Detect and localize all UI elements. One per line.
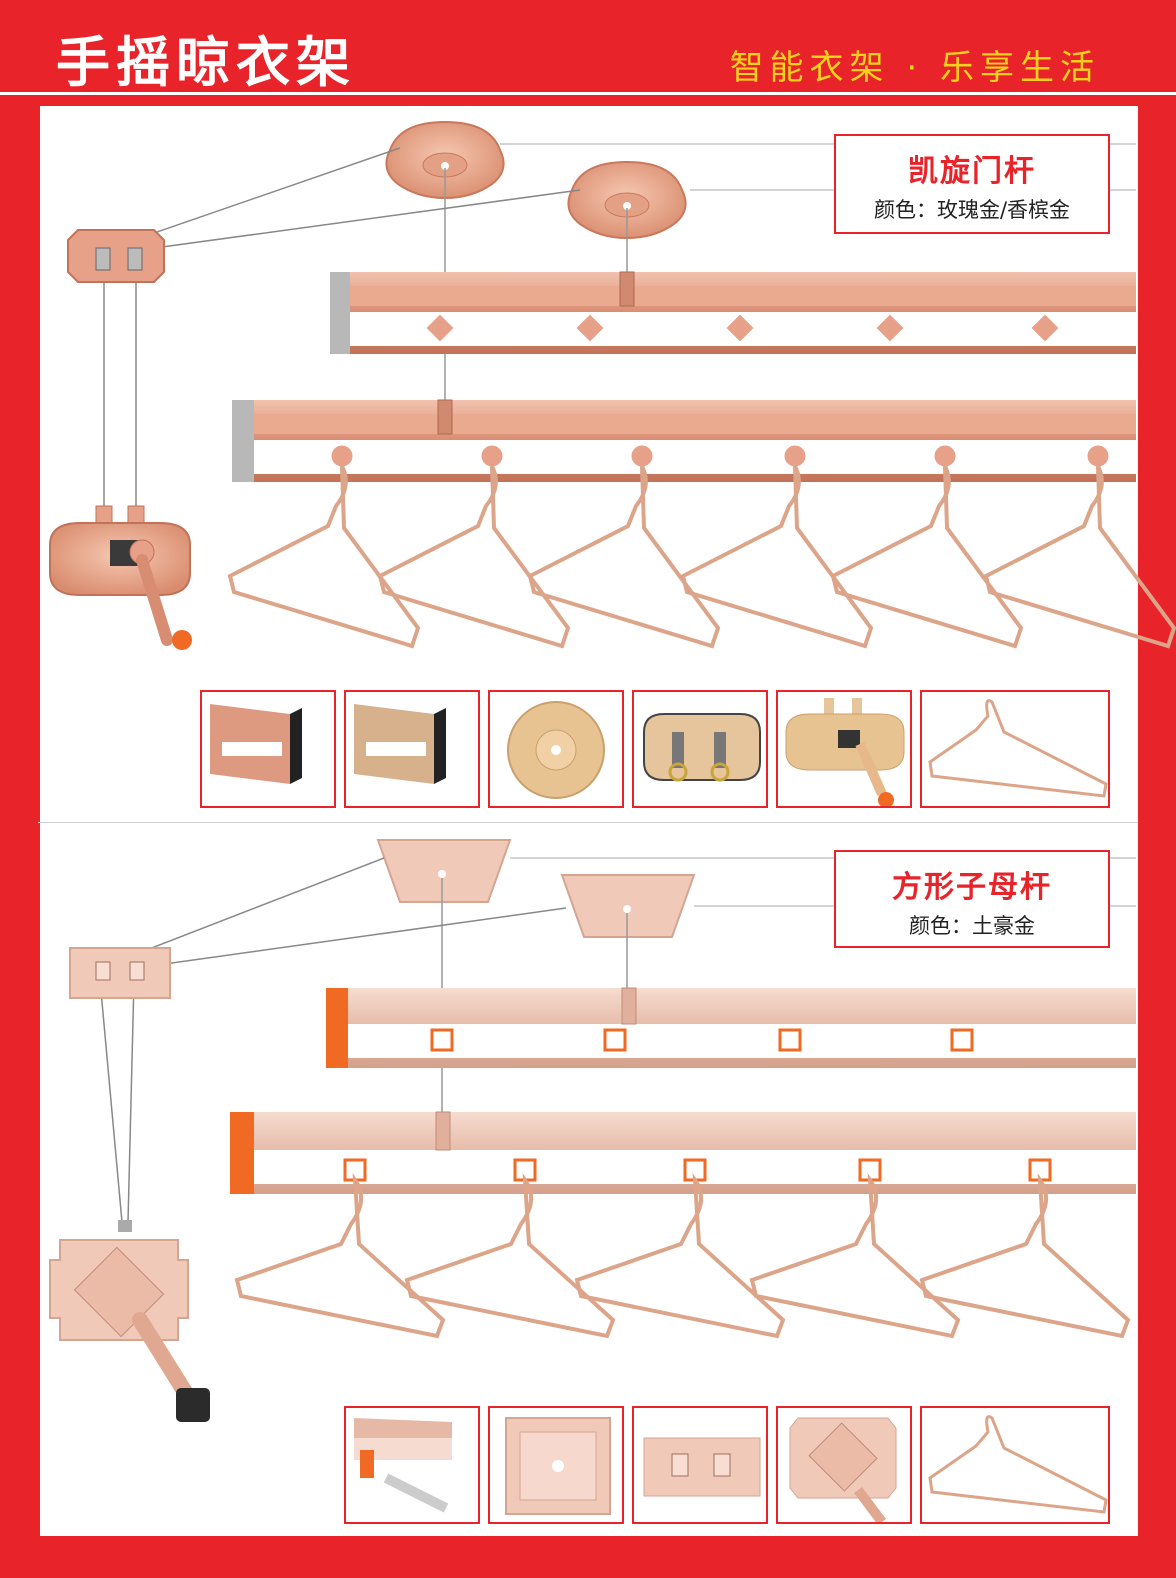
ceiling-mount-round-icon bbox=[488, 690, 624, 808]
square-rail-illustration bbox=[49, 839, 1136, 1422]
rail-profile-rose-icon bbox=[200, 690, 336, 808]
hand-crank bbox=[49, 505, 192, 650]
rail-hook-ring bbox=[628, 442, 656, 470]
hanger-thumb-square-icon bbox=[920, 1406, 1110, 1524]
hanger bbox=[404, 1173, 616, 1339]
hanger bbox=[830, 465, 1024, 649]
pulley-seat-square bbox=[69, 947, 171, 999]
hanger bbox=[983, 465, 1176, 649]
product-color: 颜色：土豪金 bbox=[909, 914, 1035, 938]
rail-hook-square bbox=[430, 1028, 454, 1052]
lower-square-rail bbox=[230, 1111, 1136, 1194]
header-rule bbox=[0, 92, 1176, 95]
product-name: 凯旋门杆 bbox=[908, 154, 1036, 189]
hanger bbox=[227, 465, 421, 649]
rail-hook-ring bbox=[931, 442, 959, 470]
lower-rail bbox=[232, 399, 1136, 482]
hanger bbox=[749, 1173, 961, 1339]
page-title: 手摇晾衣架 bbox=[56, 31, 356, 94]
rail-ornament bbox=[875, 313, 905, 343]
section-divider bbox=[38, 822, 1138, 823]
product-name: 方形子母杆 bbox=[892, 870, 1052, 905]
rail-hook-square bbox=[950, 1028, 974, 1052]
hanger bbox=[574, 1173, 786, 1339]
rail-ornament bbox=[425, 313, 455, 343]
upper-square-rail bbox=[326, 987, 1136, 1068]
hanger bbox=[234, 1173, 446, 1339]
arch-rail-illustration bbox=[49, 120, 1136, 650]
hand-crank-square bbox=[49, 1220, 210, 1422]
pulley-seat-square-icon bbox=[632, 1406, 768, 1524]
header-bar: 手摇晾衣架 智能衣架 · 乐享生活 bbox=[0, 0, 1176, 94]
hanger bbox=[680, 465, 874, 649]
hand-crank-square-icon bbox=[776, 1406, 912, 1524]
hanger bbox=[377, 465, 571, 649]
rail-hook-ring bbox=[328, 442, 356, 470]
slogan: 智能衣架 · 乐享生活 bbox=[729, 48, 1100, 88]
rail-hook-ring bbox=[1084, 442, 1112, 470]
hanger-thumb-icon bbox=[920, 690, 1110, 808]
ceiling-mount-2 bbox=[567, 160, 687, 240]
hanger bbox=[527, 465, 721, 649]
ceiling-mount-square-1 bbox=[376, 839, 512, 903]
upper-rail bbox=[330, 271, 1136, 354]
rail-ornament bbox=[725, 313, 755, 343]
rail-hook-square bbox=[603, 1028, 627, 1052]
square-tube-rail-icon bbox=[344, 1406, 480, 1524]
rail-profile-champagne-icon bbox=[344, 690, 480, 808]
rail-ornament bbox=[1030, 313, 1060, 343]
pulley-seat-icon bbox=[632, 690, 768, 808]
rail-hook-ring bbox=[781, 442, 809, 470]
rail-hook-square bbox=[778, 1028, 802, 1052]
product-color: 颜色：玫瑰金/香槟金 bbox=[873, 198, 1071, 222]
product-info-box-1: 凯旋门杆 颜色：玫瑰金/香槟金 bbox=[834, 134, 1110, 234]
hand-crank-icon bbox=[776, 690, 912, 808]
product-info-box-2: 方形子母杆 颜色：土豪金 bbox=[834, 850, 1110, 948]
ceiling-mount-square-2 bbox=[560, 874, 696, 938]
pulley-seat bbox=[67, 229, 165, 283]
rail-ornament bbox=[575, 313, 605, 343]
hanger bbox=[919, 1173, 1131, 1339]
rail-hook-ring bbox=[478, 442, 506, 470]
ceiling-mount-1 bbox=[385, 120, 505, 200]
ceiling-mount-square-icon bbox=[488, 1406, 624, 1524]
